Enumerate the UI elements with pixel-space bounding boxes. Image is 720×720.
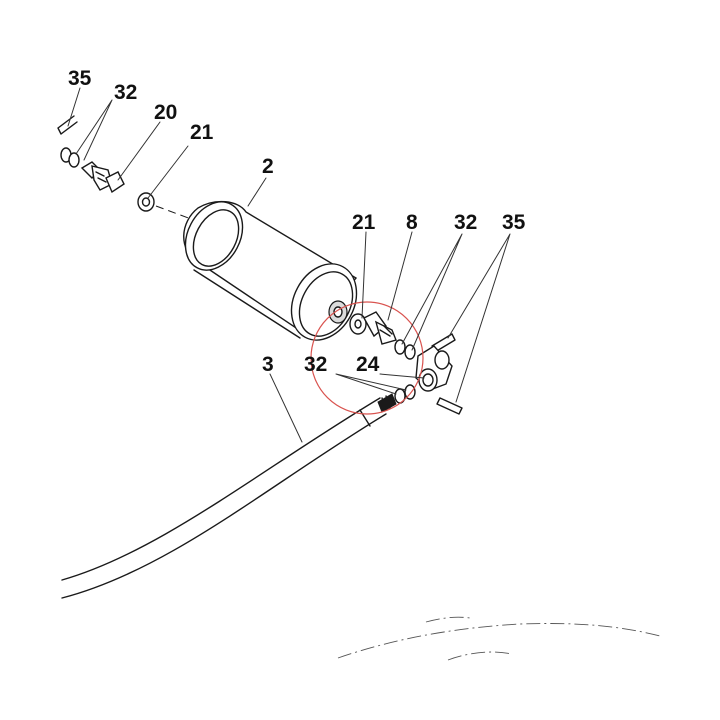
callout-20: 20 [154,101,178,124]
callout-35: 35 [68,67,92,90]
highlight-circle [310,301,424,415]
callout-21: 21 [190,121,214,144]
part-21-washer-right [349,313,367,335]
callout-3: 3 [262,353,274,376]
callout-2: 2 [262,155,274,178]
part-3-hose [61,393,397,599]
centerline-upper [155,205,211,227]
part-35-pins-right [431,333,463,415]
callout-32: 32 [454,211,478,234]
part-20-fitting [80,161,125,194]
part-8-fitting [363,311,397,345]
part-32-orings-right-top [394,339,416,360]
callout-21: 21 [352,211,376,234]
part-35-pin-left [57,115,78,135]
part-2-cylinder [183,201,358,341]
callout-32: 32 [114,81,138,104]
terrain-outline [337,616,661,661]
leader-lines [67,87,511,443]
part-21-washer-left [137,192,155,212]
callout-8: 8 [406,211,418,234]
callout-35: 35 [502,211,526,234]
callout-32: 32 [304,353,328,376]
part-32-orings-right-bottom [394,384,416,404]
part-32-orings-left [60,147,80,168]
callout-24: 24 [356,353,380,376]
